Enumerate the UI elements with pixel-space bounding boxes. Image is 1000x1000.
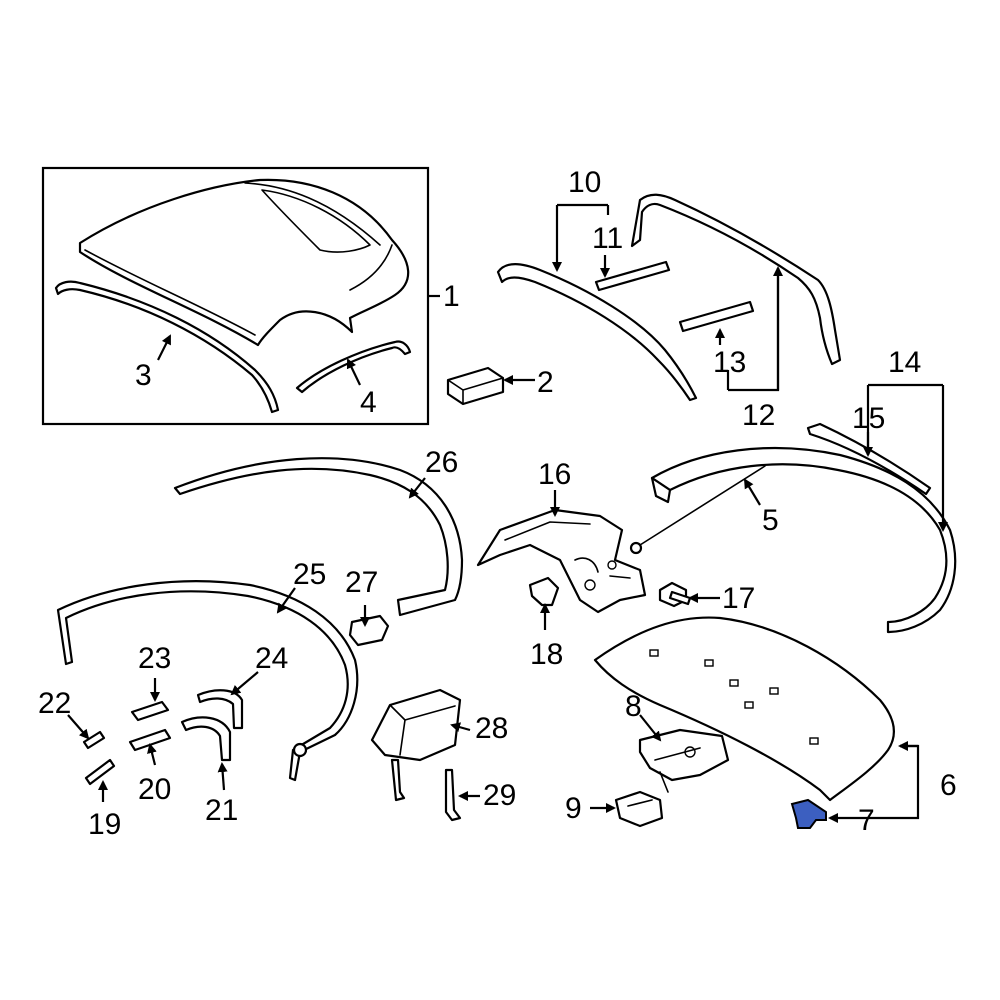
leader-lines: [67, 203, 948, 823]
part-clip-19[interactable]: [84, 758, 116, 786]
callout-10: 10: [568, 166, 601, 199]
part-bolt[interactable]: [658, 581, 692, 608]
callout-20: 20: [138, 773, 171, 806]
part-hinge-mechanism[interactable]: [476, 508, 647, 614]
callout-9: 9: [565, 792, 582, 825]
callout-4: 4: [360, 386, 377, 419]
callout-7: 7: [858, 804, 875, 837]
callout-18: 18: [530, 638, 563, 671]
callout-21: 21: [205, 794, 238, 827]
callout-2: 2: [537, 366, 554, 399]
callout-13: 13: [713, 346, 746, 379]
part-block[interactable]: [446, 366, 505, 406]
part-clip-23[interactable]: [130, 700, 170, 722]
part-hardtop-roof[interactable]: [78, 178, 410, 347]
part-clip-20[interactable]: [128, 728, 172, 752]
callout-22: 22: [38, 687, 71, 720]
callout-14: 14: [888, 346, 921, 379]
callout-labels: 1 2 3 4 5 6 7 8 9 10 11 12 13 14 15 16 1…: [38, 166, 957, 841]
callout-3: 3: [135, 359, 152, 392]
part-rear-arch-frame[interactable]: [650, 446, 957, 634]
callout-1: 1: [443, 280, 460, 313]
part-trim-21[interactable]: [180, 716, 232, 762]
part-bracket-27[interactable]: [348, 614, 390, 647]
part-strip-lower[interactable]: [678, 300, 755, 333]
part-clip-22[interactable]: [82, 730, 106, 750]
part-bracket-highlighted[interactable]: [790, 798, 827, 829]
part-striker[interactable]: [614, 790, 664, 828]
callout-28: 28: [475, 712, 508, 745]
callout-29: 29: [483, 779, 516, 812]
callout-23: 23: [138, 642, 171, 675]
callout-15: 15: [852, 402, 885, 435]
part-rear-deck-lid[interactable]: [593, 616, 895, 802]
part-thin-seal[interactable]: [806, 422, 932, 496]
callout-27: 27: [345, 566, 378, 599]
callout-12: 12: [742, 399, 775, 432]
callout-16: 16: [538, 458, 571, 491]
callout-17: 17: [722, 582, 755, 615]
callout-25: 25: [293, 558, 326, 591]
part-roof-frame-rear[interactable]: [630, 193, 842, 366]
callout-8: 8: [625, 690, 642, 723]
callout-24: 24: [255, 642, 288, 675]
callout-26: 26: [425, 446, 458, 479]
part-roof-rail-front[interactable]: [496, 263, 698, 402]
part-strip-upper[interactable]: [594, 260, 671, 292]
part-seal-25[interactable]: [56, 580, 359, 782]
part-trim-24[interactable]: [196, 689, 244, 730]
callout-19: 19: [88, 808, 121, 841]
part-clip-18[interactable]: [528, 576, 560, 607]
part-roof-seal-long[interactable]: [54, 280, 280, 414]
callout-5: 5: [762, 504, 779, 537]
part-rod[interactable]: [444, 768, 462, 822]
part-latch[interactable]: [638, 728, 730, 793]
part-seal-26[interactable]: [173, 457, 464, 617]
callout-6: 6: [940, 769, 957, 802]
callout-11: 11: [592, 222, 623, 255]
part-roof-seal-short[interactable]: [295, 340, 412, 394]
